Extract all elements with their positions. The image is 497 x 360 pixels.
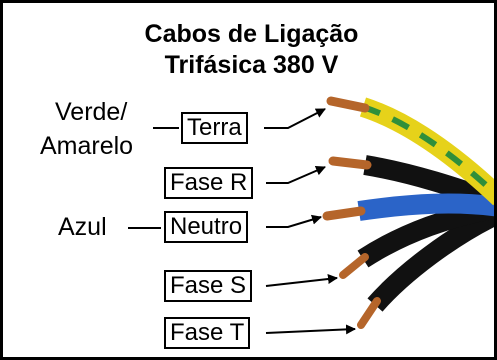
amarelo-label: Amarelo xyxy=(40,132,134,160)
label-fase-r: Fase R xyxy=(164,167,254,199)
diagram-title-line1: Cabos de Ligação xyxy=(144,20,359,48)
wires-illustration xyxy=(128,96,494,335)
wire-neutro xyxy=(322,193,494,221)
terra-arrow xyxy=(264,108,326,129)
neutro-arrow xyxy=(266,214,322,228)
fase-t-arrow xyxy=(265,324,356,335)
label-terra: Terra xyxy=(181,112,248,144)
label-fase-t: Fase T xyxy=(164,317,251,349)
fase-r-arrow xyxy=(266,165,326,184)
azul-label: Azul xyxy=(58,213,107,241)
wire-fase-t xyxy=(357,204,494,329)
verde-label: Verde/ xyxy=(55,98,128,126)
label-neutro: Neutro xyxy=(164,211,249,243)
label-fase-s: Fase S xyxy=(164,270,253,302)
wire-terra xyxy=(326,96,494,206)
diagram-title-line2: Trifásica 380 V xyxy=(164,51,339,79)
fase-s-arrow xyxy=(265,274,338,287)
